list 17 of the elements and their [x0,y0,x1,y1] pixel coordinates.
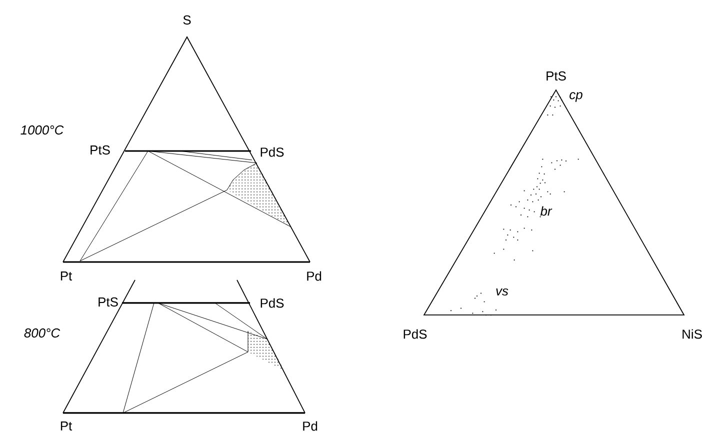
temperature-label: 800°C [24,328,60,338]
vertex-label: PdS [260,147,284,157]
vertex-label: PdS [404,329,427,339]
vertex-label: Pd [303,421,318,431]
phase-label: br [540,206,552,216]
vertex-label: PtS [90,145,110,155]
phase-label: cp [570,92,582,102]
vertex-label: PdS [260,298,284,308]
vertex-label: Pt [60,271,72,280]
phase-label: vs [496,288,508,296]
vertex-label: PtS [546,71,566,81]
vertex-label: Pd [307,271,322,281]
vertex-label: S [183,15,191,25]
vertex-label: NiS [682,329,702,339]
temperature-label: 1000°C [20,125,64,135]
vertex-label: PtS [98,297,118,307]
vertex-label: Pt [60,421,72,430]
